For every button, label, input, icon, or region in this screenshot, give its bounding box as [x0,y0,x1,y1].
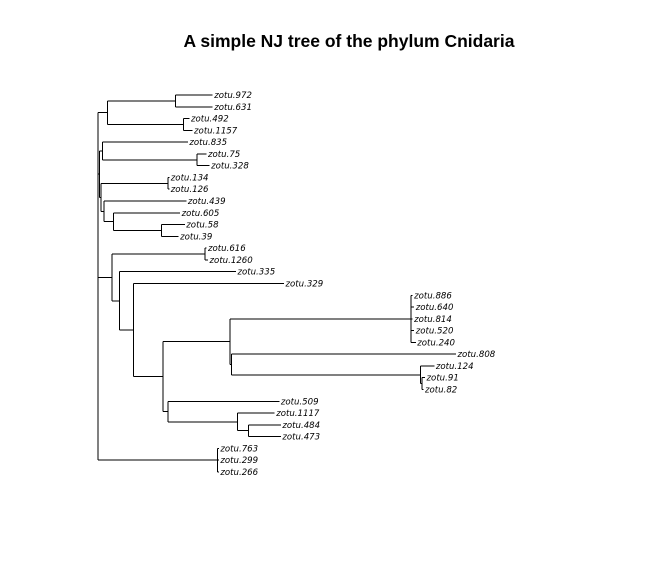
tip-label-zotu-58: zotu.58 [185,221,219,231]
tip-label-zotu-492: zotu.492 [190,115,229,125]
tip-label-zotu-335: zotu.335 [236,268,275,278]
tip-label-zotu-1260: zotu.1260 [209,256,254,266]
tip-label-zotu-240: zotu.240 [416,338,455,348]
tip-label-zotu-473: zotu.473 [281,433,320,443]
tip-label-zotu-439: zotu.439 [187,197,226,207]
tip-label-zotu-91: zotu.91 [426,374,459,384]
tip-label-zotu-616: zotu.616 [207,244,246,254]
tip-label-zotu-39: zotu.39 [179,232,212,242]
tip-label-zotu-126: zotu.126 [170,185,209,195]
tree-branches [97,94,457,473]
tip-label-zotu-808: zotu.808 [457,350,496,360]
tip-label-zotu-484: zotu.484 [281,421,320,431]
tip-label-zotu-640: zotu.640 [415,303,454,313]
tip-label-zotu-631: zotu.631 [213,103,252,113]
tip-label-zotu-266: zotu.266 [219,468,258,478]
tip-label-zotu-835: zotu.835 [188,138,227,148]
tip-label-zotu-814: zotu.814 [413,315,452,325]
tree-title: A simple NJ tree of the phylum Cnidaria [184,31,515,51]
tip-label-zotu-75: zotu.75 [207,150,240,160]
tip-label-zotu-886: zotu.886 [413,291,452,301]
tip-label-zotu-82: zotu.82 [424,386,457,396]
tip-label-zotu-520: zotu.520 [415,327,454,337]
tip-label-zotu-299: zotu.299 [219,456,258,466]
tip-label-zotu-763: zotu.763 [219,444,258,454]
tip-label-zotu-124: zotu.124 [435,362,474,372]
tip-label-zotu-1117: zotu.1117 [275,409,320,419]
tip-label-zotu-328: zotu.328 [210,162,249,172]
tip-label-zotu-1157: zotu.1157 [193,126,238,136]
tip-label-zotu-329: zotu.329 [285,279,324,289]
tip-label-zotu-134: zotu.134 [170,173,209,183]
tip-label-zotu-605: zotu.605 [181,209,220,219]
tip-label-zotu-972: zotu.972 [213,91,252,101]
tip-label-zotu-509: zotu.509 [280,397,319,407]
